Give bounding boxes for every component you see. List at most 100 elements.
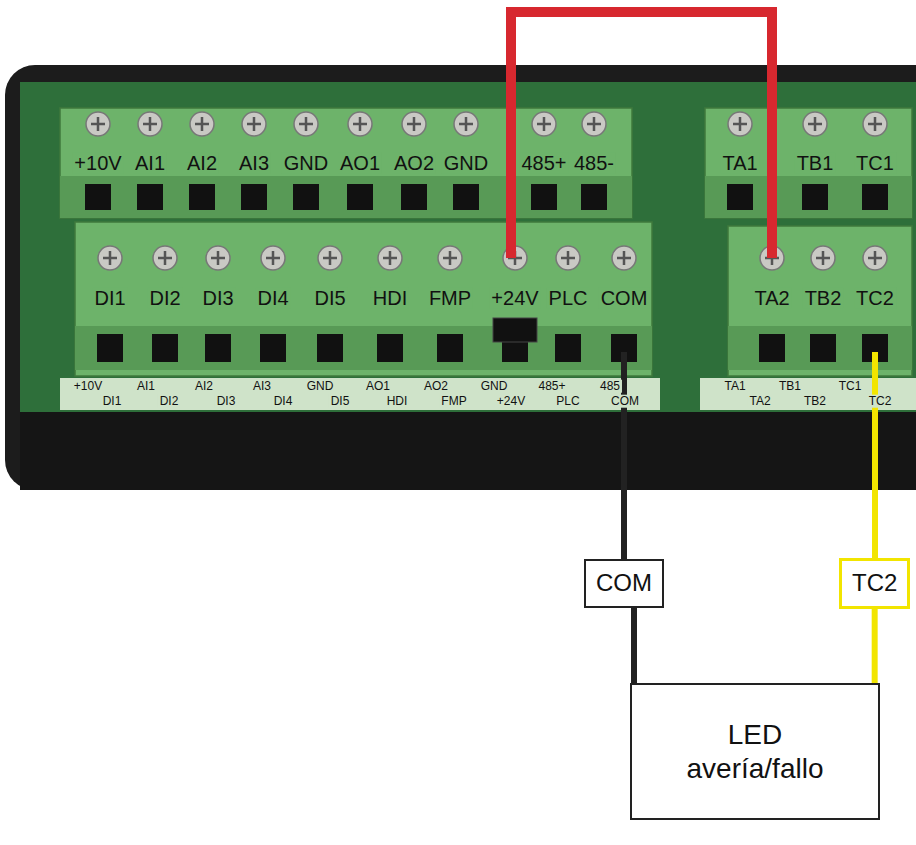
silkscreen-name: DI3 bbox=[215, 395, 238, 408]
terminal-name: TB1 bbox=[795, 153, 836, 174]
socket-strip bbox=[728, 326, 912, 370]
silkscreen-name: FMP bbox=[439, 395, 468, 408]
terminal-name: DI1 bbox=[92, 288, 127, 309]
wire-socket bbox=[437, 334, 463, 362]
silkscreen-name: PLC bbox=[554, 395, 581, 408]
terminal-name: +24V bbox=[489, 288, 540, 309]
silkscreen-strip bbox=[60, 378, 660, 410]
terminal-name: AI2 bbox=[185, 153, 219, 174]
tc2-wire bbox=[872, 352, 878, 585]
silkscreen-name: TA2 bbox=[747, 395, 772, 408]
terminal-block bbox=[75, 222, 652, 376]
wire-socket bbox=[581, 184, 607, 210]
screw bbox=[348, 112, 372, 136]
screw-slot bbox=[247, 117, 261, 131]
screw bbox=[582, 112, 606, 136]
terminal-name: GND bbox=[282, 153, 330, 174]
terminal-name: 485- bbox=[572, 153, 616, 174]
wire-socket bbox=[189, 184, 215, 210]
wire-socket bbox=[137, 184, 163, 210]
wire-socket bbox=[260, 334, 286, 362]
wire-socket bbox=[531, 184, 557, 210]
silkscreen-name: 485 bbox=[598, 380, 622, 393]
screw bbox=[811, 246, 835, 270]
wire-socket bbox=[862, 184, 888, 210]
screw bbox=[863, 112, 887, 136]
terminal-name: TC2 bbox=[854, 288, 896, 309]
wire-socket bbox=[810, 334, 836, 362]
terminal-name: 485+ bbox=[519, 153, 568, 174]
terminal-blocks bbox=[60, 108, 912, 376]
screw bbox=[86, 112, 110, 136]
silkscreen-name: 485+ bbox=[536, 380, 567, 393]
screw-slot bbox=[443, 251, 457, 265]
terminal-name: TB2 bbox=[803, 288, 844, 309]
signal-wire bbox=[872, 609, 878, 683]
screw bbox=[318, 246, 342, 270]
screw bbox=[532, 112, 556, 136]
screw-slot bbox=[816, 251, 830, 265]
silkscreen-name: AI1 bbox=[135, 380, 157, 393]
terminal-block bbox=[705, 108, 912, 218]
silkscreen-name: +10V bbox=[72, 380, 104, 393]
node-text: LED avería/fallo bbox=[665, 718, 845, 785]
screw bbox=[98, 246, 122, 270]
screw-slot bbox=[266, 251, 280, 265]
silkscreen-name: TB1 bbox=[777, 380, 803, 393]
terminal-name: AO2 bbox=[392, 153, 436, 174]
screw-slot bbox=[407, 117, 421, 131]
screw bbox=[728, 112, 752, 136]
wire-socket bbox=[727, 184, 753, 210]
terminal-name: PLC bbox=[547, 288, 590, 309]
terminal-tag: COM bbox=[584, 559, 664, 608]
terminal-name: DI5 bbox=[312, 288, 347, 309]
wire-socket bbox=[85, 184, 111, 210]
screw-slot bbox=[158, 251, 172, 265]
terminal-name: +10V bbox=[72, 153, 123, 174]
terminal-name: TC1 bbox=[854, 153, 896, 174]
silkscreen-name: AO2 bbox=[422, 380, 450, 393]
wire-socket bbox=[347, 184, 373, 210]
silkscreen-name: TC1 bbox=[837, 380, 864, 393]
screw-slot bbox=[143, 117, 157, 131]
screw-slot bbox=[868, 117, 882, 131]
screw bbox=[556, 246, 580, 270]
jumper-wire bbox=[511, 12, 772, 258]
wire-socket bbox=[377, 334, 403, 362]
terminal-name: AI3 bbox=[237, 153, 271, 174]
terminal-block bbox=[728, 226, 912, 376]
terminal-name: AO1 bbox=[338, 153, 382, 174]
screw-slot bbox=[91, 117, 105, 131]
wire-socket bbox=[401, 184, 427, 210]
screw bbox=[803, 112, 827, 136]
silkscreen-name: DI5 bbox=[329, 395, 352, 408]
terminal-name: DI2 bbox=[147, 288, 182, 309]
circuit-board bbox=[20, 82, 916, 412]
screw bbox=[138, 112, 162, 136]
silkscreen-strip bbox=[700, 378, 916, 410]
silkscreen-name: AO1 bbox=[364, 380, 392, 393]
screw-slot bbox=[537, 117, 551, 131]
silkscreen-name: TA1 bbox=[722, 380, 747, 393]
wire-socket bbox=[152, 334, 178, 362]
screw bbox=[261, 246, 285, 270]
silkscreen-name: HDI bbox=[385, 395, 410, 408]
screw bbox=[153, 246, 177, 270]
socket-strip bbox=[60, 176, 632, 218]
terminal-name: COM bbox=[599, 288, 650, 309]
wire-socket bbox=[293, 184, 319, 210]
screw bbox=[206, 246, 230, 270]
screw-slot bbox=[868, 251, 882, 265]
screw-slot bbox=[808, 117, 822, 131]
silkscreen-name: DI1 bbox=[101, 395, 124, 408]
silkscreen-name: AI2 bbox=[193, 380, 215, 393]
terminal-name: DI3 bbox=[200, 288, 235, 309]
screw bbox=[438, 246, 462, 270]
silkscreen-name: TC2 bbox=[867, 395, 894, 408]
jumper-cap bbox=[493, 318, 537, 342]
terminal-block bbox=[60, 108, 632, 218]
silkscreen-name: GND bbox=[305, 380, 336, 393]
socket-strip bbox=[705, 176, 912, 218]
silkscreen-name: COM bbox=[609, 395, 641, 408]
